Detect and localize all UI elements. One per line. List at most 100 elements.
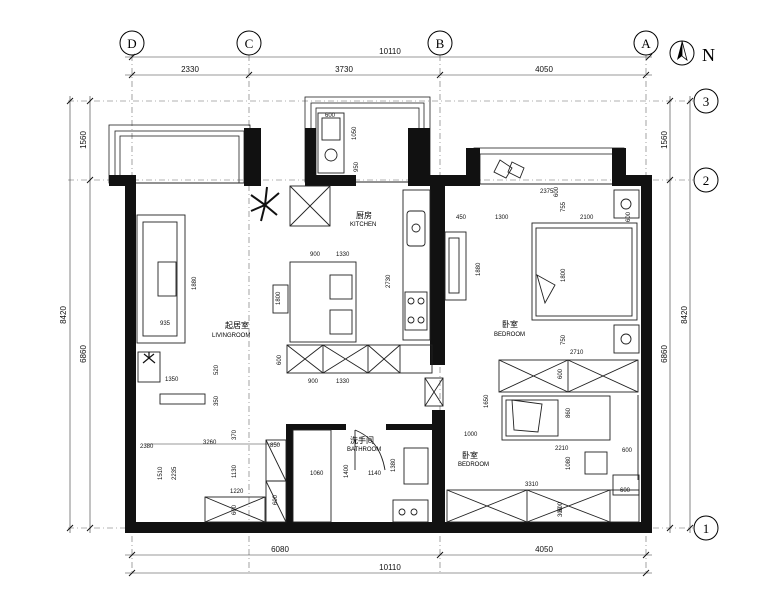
kitchen-label-en: KITCHEN [350,222,376,228]
kitchen-counter [402,189,431,341]
svg-text:1: 1 [703,521,710,536]
svg-text:A: A [641,36,651,51]
bathroom-fixtures [292,429,429,523]
side-cabinet [137,351,206,405]
dim-1000: 1000 [464,432,478,438]
dim-2100: 2100 [580,215,594,221]
dim-450: 450 [456,215,467,221]
tv-cabinet [444,231,467,301]
dim-2730: 2730 [386,274,392,288]
dim-1330a: 1330 [336,252,350,258]
dim-top-1: 2330 [181,65,199,74]
axis-bubble-1: 1 [693,515,719,541]
dim-1220: 1220 [230,489,244,495]
dim-300: 300 [558,506,564,517]
axis-bubble-a: A [633,30,659,56]
bedroom2-label-cn: 卧室 [462,450,478,460]
balcony-left [108,124,251,184]
plant-icon [250,186,280,222]
dim-900b: 900 [308,379,319,385]
dim-inner-1050: 1050 [352,126,358,140]
desk-2 [584,395,640,496]
dim-inner-950: 950 [354,161,360,172]
bedroom2-label-en: BEDROOM [458,462,489,468]
dim-1060: 1060 [310,471,324,477]
dim-600i: 600 [273,494,279,505]
svg-text:C: C [245,36,254,51]
dim-1880: 1880 [192,276,198,290]
living-label-cn: 起居室 [225,320,249,330]
dim-2375: 2375 [540,189,554,195]
dim-left-8420: 8420 [59,306,68,324]
axis-bubble-d: D [119,30,145,56]
dim-1880b: 1880 [476,262,482,276]
dim-750: 750 [561,334,567,345]
dining-table [272,261,357,343]
dim-935: 935 [160,321,171,327]
bathroom-label-en: BATHROOM [347,447,381,453]
wardrobe-middle [498,359,639,393]
dim-1400: 1400 [344,464,350,478]
bedroom1-label-en: BEDROOM [494,332,525,338]
dim-600b: 600 [277,354,283,365]
dim-2210: 2210 [555,446,569,452]
dim-3260: 3260 [203,440,217,446]
dim-2380: 2380 [140,444,154,450]
dim-right-1560: 1560 [660,131,669,149]
dim-1380: 1380 [391,458,397,472]
bathroom-label-cn: 洗手间 [350,435,374,445]
svg-text:B: B [436,36,445,51]
dim-520: 520 [214,364,220,375]
wardrobe-bottom [446,489,640,523]
dim-900a: 900 [310,252,321,258]
dim-1300: 1300 [495,215,509,221]
dim-600f: 600 [558,368,564,379]
dim-2235: 2235 [172,466,178,480]
sideboard [286,344,433,374]
dim-inner-600: 600 [325,113,336,119]
dim-right-6860: 6860 [660,345,669,363]
north-arrow-icon [669,40,695,66]
dim-755: 755 [561,201,567,212]
dim-600g: 600 [558,501,564,512]
hall-door [424,377,444,407]
dim-left-1560: 1560 [79,131,88,149]
right-dimension-lines [666,96,694,533]
balcony-chairs [493,159,525,179]
dim-top-3: 4050 [535,65,553,74]
dim-1800-bed: 1800 [561,268,567,282]
dim-1140: 1140 [368,471,382,477]
walls [109,128,652,533]
axis-bubble-c: C [236,30,262,56]
dim-bottom-2: 4050 [535,545,553,554]
kitchen-label-cn: 厨房 [356,210,372,220]
fridge [289,185,331,227]
dim-2710: 2710 [570,350,584,356]
dim-600e: 600 [554,186,560,197]
bedside-1 [613,189,640,354]
dim-top-total: 10110 [379,47,401,56]
north-label: N [702,45,715,65]
dim-1650: 1650 [484,394,490,408]
bottom-dimension-lines [125,551,652,577]
dim-right-8420: 8420 [680,306,689,324]
dim-1080: 1080 [566,456,572,470]
dim-370: 370 [232,429,238,440]
dim-1130: 1130 [232,464,238,478]
dim-600h: 600 [232,504,238,515]
axis-lines [68,55,693,575]
svg-text:D: D [127,36,136,51]
dim-bottom-total: 10110 [379,563,401,572]
dim-1800: 1800 [276,291,282,305]
dim-1330b: 1330 [336,379,350,385]
living-label-en: LIVINGROOM [212,333,250,339]
bed-1 [531,222,638,321]
svg-text:2: 2 [703,173,710,188]
dim-600j: 600 [626,211,632,222]
dim-600d: 600 [620,488,631,494]
dim-350: 350 [214,395,220,406]
dim-850: 850 [270,443,281,449]
top-dimension-lines [125,53,653,79]
dim-600c: 600 [622,448,633,454]
